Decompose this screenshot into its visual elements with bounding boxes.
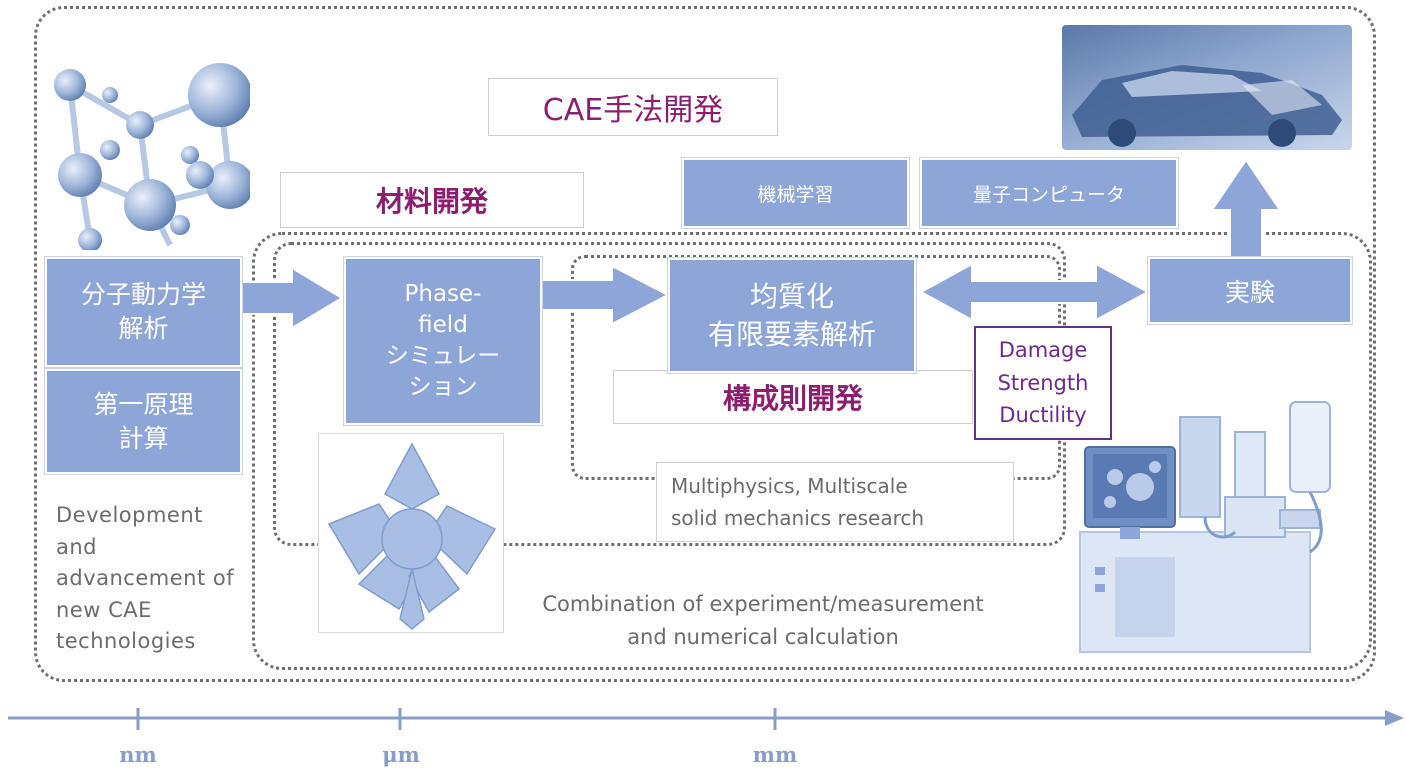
box-homogenization-fem: 均質化 有限要素解析 xyxy=(668,258,916,373)
material-title: 材料開発 xyxy=(375,185,488,218)
crashed-car-image xyxy=(1062,25,1352,150)
constitutive-title: 構成則開発 xyxy=(722,382,863,415)
scale-axis-arrowhead xyxy=(1385,710,1404,726)
cae-title: CAE手法開発 xyxy=(542,93,724,128)
multiphysics-text: Multiphysics, Multiscale solid mechanics… xyxy=(656,462,1014,542)
tick-label-mm: mm xyxy=(752,742,798,767)
damage-strength-ductility-box: Damage Strength Ductility xyxy=(974,326,1112,440)
tick-label-um: μm xyxy=(382,742,420,767)
development-text: Development and advancement of new CAE t… xyxy=(56,503,235,653)
arrow-md-to-phase xyxy=(241,266,344,330)
box-molecular-dynamics: 分子動力学 解析 xyxy=(45,257,242,367)
inner-frame xyxy=(252,232,1372,670)
material-title-box: 材料開発 xyxy=(280,172,584,228)
constitutive-title-box: 構成則開発 xyxy=(613,370,973,424)
tick-label-nm: nm xyxy=(119,742,157,767)
crystal-lattice-image xyxy=(54,63,250,250)
outer-frame xyxy=(34,6,1376,682)
dendrite-crystal-image xyxy=(318,433,504,633)
arrow-phase-to-homog xyxy=(541,264,671,326)
microscope-equipment-image xyxy=(1079,401,1331,653)
box-experiment: 実験 xyxy=(1148,257,1352,324)
arrow-experiment-up xyxy=(1210,158,1282,259)
arrow-homog-experiment xyxy=(918,262,1151,322)
box-first-principles: 第一原理 計算 xyxy=(45,369,242,474)
cae-title-box: CAE手法開発 xyxy=(488,78,778,136)
box-phase-field: Phase- field シミュレー ション xyxy=(344,257,542,425)
box-machine-learning: 機械学習 xyxy=(682,158,909,228)
combination-text: Combination of experiment/measurement an… xyxy=(542,592,984,649)
box-quantum-computer: 量子コンピュータ xyxy=(920,158,1178,228)
